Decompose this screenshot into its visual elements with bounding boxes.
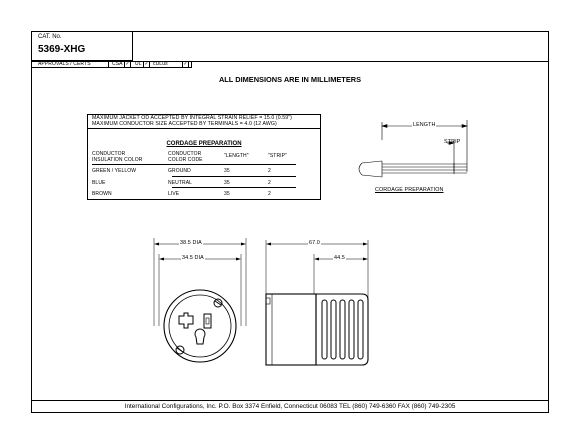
bottom-screw-slot (176, 347, 184, 353)
live-slot (203, 313, 212, 329)
cordage-diagram (358, 120, 469, 178)
row-1-length: 35 (224, 168, 230, 174)
title-block-bottom-rule (32, 61, 548, 62)
row-2-strip: 2 (268, 180, 271, 186)
front-housing (265, 293, 317, 366)
body-arrow-left (314, 257, 319, 261)
row-2-insulation: BLUE (92, 180, 106, 186)
overall-arrow-left (266, 242, 271, 246)
cat-no-value: 5369-XHG (38, 44, 86, 55)
live-slot-inner (205, 317, 210, 325)
grip-ribs (321, 299, 364, 360)
company-footer: International Configurations, Inc. P.O. … (32, 400, 548, 412)
ground-hole (194, 328, 206, 345)
inner-dia-label: 34.5 DIA (181, 255, 205, 261)
housing-tab (265, 297, 271, 305)
title-block-rule (32, 60, 132, 61)
row-3-length: 35 (224, 191, 230, 197)
col-header-color-code: CONDUCTOR COLOR CODE (168, 151, 203, 163)
body-arrow-right (363, 257, 368, 261)
cert-culus-label: cULus (153, 61, 168, 67)
outer-dia-arrow-right (241, 242, 246, 246)
strip-label: STRIP (444, 139, 461, 145)
strip-arrow (448, 141, 456, 145)
overall-arrow-right (363, 242, 368, 246)
inner-dia-arrow-right (236, 257, 241, 261)
row-2-length: 35 (224, 180, 230, 186)
approvals-row: APPROVALS / CERTS CSA ✓ UL ✓ cULus ✓ (32, 61, 192, 68)
drawing-sheet: CAT. No. 5369-XHG APPROVALS / CERTS CSA … (31, 31, 549, 413)
cert-culus-checkbox: ✓ (182, 61, 189, 68)
overall-length-label: 67.0 (308, 240, 321, 246)
row-1-rule (172, 176, 296, 177)
bottom-screw (175, 345, 185, 355)
cordage-table: CORDAGE PREPARATION CONDUCTOR INSULATION… (87, 114, 321, 200)
row-1-code: GROUND (168, 168, 191, 174)
outer-dia-label: 38.5 DIA (179, 240, 203, 246)
ground-slot (178, 312, 194, 329)
cert-ul-label: UL (135, 61, 142, 67)
row-3-code: LIVE (168, 191, 180, 197)
length-label: LENGTH (412, 122, 437, 128)
row-3-strip: 2 (268, 191, 271, 197)
jacket-top (361, 160, 383, 164)
row-1-strip: 2 (268, 168, 271, 174)
receptacle-face (168, 294, 232, 358)
col-header-insulation: CONDUCTOR INSULATION COLOR (92, 151, 143, 163)
body-length-label: 44.5 (333, 255, 346, 261)
top-screw-slot (214, 300, 222, 306)
cat-no-label: CAT. No. (38, 34, 62, 40)
outer-dia-arrow-left (154, 242, 159, 246)
receptacle-outer-ring (163, 289, 237, 363)
header-underline (92, 164, 296, 165)
cert-ul-checkbox: ✓ (143, 61, 150, 68)
length-arrow-right (461, 124, 469, 128)
cordage-table-rule (88, 128, 320, 129)
jacket-cut (358, 162, 363, 176)
inner-dia-arrow-left (159, 257, 164, 261)
row-1-insulation: GREEN / YELLOW (92, 168, 137, 174)
length-arrow-left (380, 124, 388, 128)
top-screw (213, 298, 223, 308)
title-block-divider (132, 32, 133, 61)
note-conductor-size: MAXIMUM CONDUCTOR SIZE ACCEPTED BY TERMI… (92, 121, 277, 127)
cordage-table-title: CORDAGE PREPARATION (166, 141, 242, 147)
row-3-insulation: BROWN (92, 191, 112, 197)
row-2-rule (172, 187, 296, 188)
cordage-diagram-caption: CORDAGE PREPARATION (375, 187, 444, 193)
jacket-bottom (361, 174, 383, 178)
rear-housing (315, 293, 369, 366)
drawings-svg (153, 120, 469, 366)
approvals-label: APPROVALS / CERTS (38, 61, 91, 67)
dimensions-heading: ALL DIMENSIONS ARE IN MILLIMETERS (218, 75, 362, 84)
receptacle-side-view (265, 240, 369, 366)
col-header-strip: "STRIP" (268, 153, 287, 159)
approvals-divider (108, 61, 109, 67)
cert-csa-label: CSA (112, 61, 123, 67)
cert-csa-checkbox: ✓ (124, 61, 131, 68)
receptacle-front-view (153, 238, 247, 363)
col-header-length: "LENGTH" (224, 153, 249, 159)
row-2-code: NEUTRAL (168, 180, 193, 186)
note-jacket-od: MAXIMUM JACKET OD ACCEPTED BY INTEGRAL S… (92, 115, 292, 121)
